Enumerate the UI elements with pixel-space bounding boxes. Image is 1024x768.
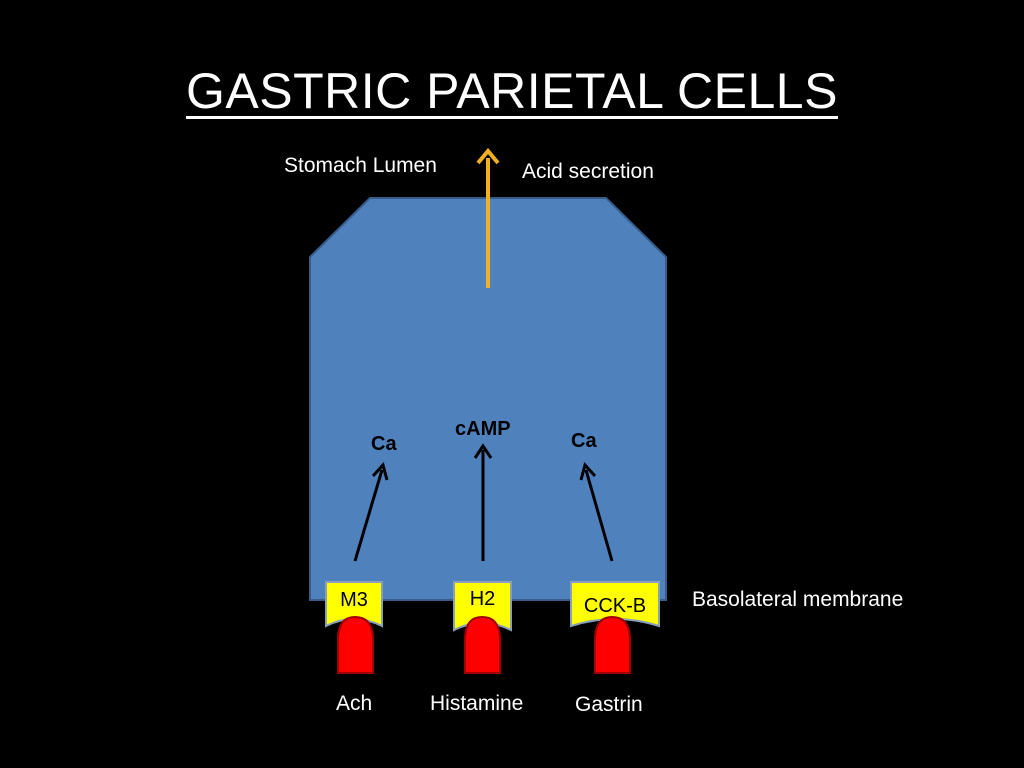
histamine-label: Histamine bbox=[430, 692, 524, 715]
ach-label: Ach bbox=[336, 692, 373, 715]
slide-title: GASTRIC PARIETAL CELLS bbox=[0, 62, 1024, 120]
gastrin-label: Gastrin bbox=[575, 693, 643, 716]
m3-receptor-label: M3 bbox=[340, 589, 368, 611]
cckb-receptor-label: CCK-B bbox=[583, 595, 647, 617]
parietal-cell-body bbox=[309, 197, 667, 601]
slide-title-text: GASTRIC PARIETAL CELLS bbox=[186, 63, 838, 119]
calcium-label-right: Ca bbox=[571, 430, 597, 452]
ach-ligand bbox=[337, 615, 374, 674]
acid-secretion-arrow bbox=[476, 147, 500, 288]
calcium-label-left: Ca bbox=[371, 433, 397, 455]
h2-receptor-label: H2 bbox=[469, 588, 496, 610]
h2-signal-arrow bbox=[473, 443, 493, 561]
m3-signal-arrow bbox=[353, 461, 389, 562]
camp-label: cAMP bbox=[455, 418, 511, 440]
acid-secretion-label: Acid secretion bbox=[522, 160, 654, 183]
basolateral-membrane-label: Basolateral membrane bbox=[692, 588, 904, 611]
stomach-lumen-label: Stomach Lumen bbox=[284, 154, 437, 177]
cckb-signal-arrow bbox=[579, 461, 614, 562]
gastrin-ligand bbox=[594, 615, 631, 674]
histamine-ligand bbox=[464, 615, 501, 674]
